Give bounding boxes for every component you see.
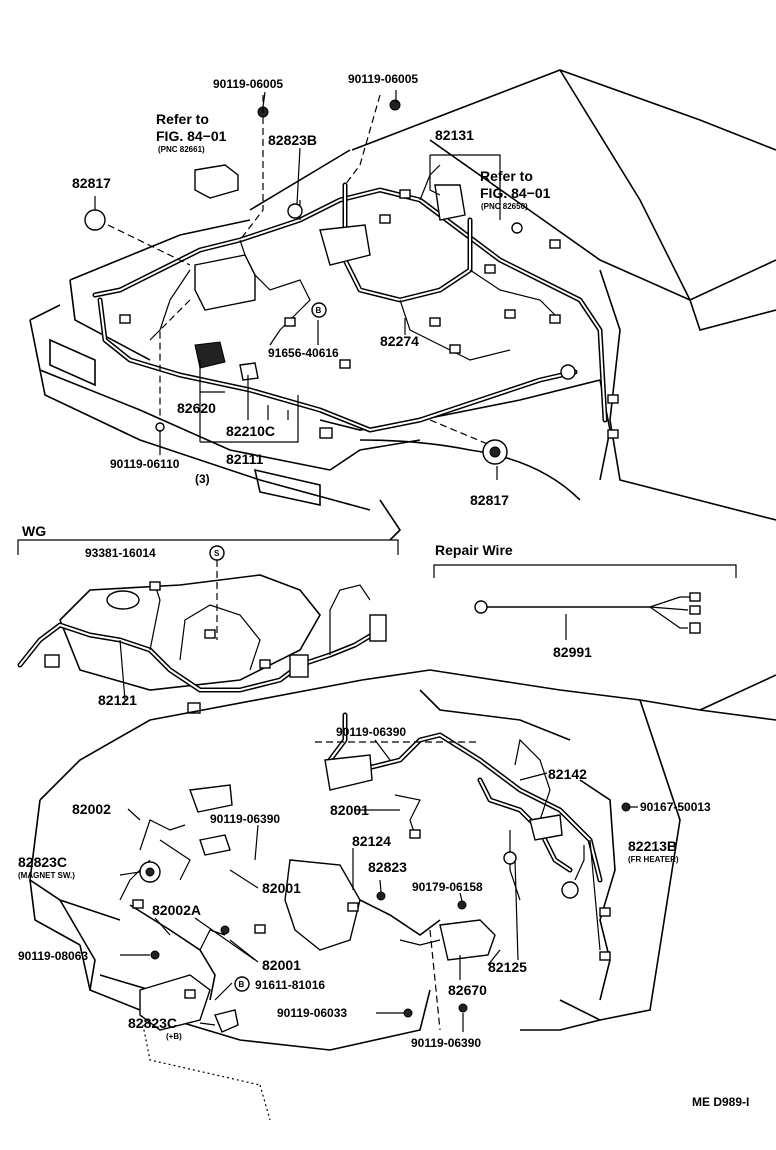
qty-3: (3) xyxy=(195,472,210,486)
part-82823B: 82823B xyxy=(268,132,317,148)
part-82210C: 82210C xyxy=(226,423,275,439)
part-82823C-magnet: 82823C xyxy=(18,854,67,870)
top-labels: 90119-06005 90119-06005 Refer to FIG. 84… xyxy=(72,72,551,508)
bottom-leaders xyxy=(119,739,638,1032)
part-91611-81016: 91611-81016 xyxy=(255,978,325,992)
top-harness-82131 xyxy=(92,164,608,433)
plus-b: (+B) xyxy=(166,1032,182,1041)
part-82002A: 82002A xyxy=(152,902,201,918)
part-82823C-plusb: 82823C xyxy=(128,1015,177,1031)
fig-84-01-right: FIG. 84−01 xyxy=(480,185,551,201)
part-82111: 82111 xyxy=(226,451,264,467)
part-90119-06390-top: 90119-06390 xyxy=(336,725,406,739)
part-82670: 82670 xyxy=(448,982,487,998)
part-82121: 82121 xyxy=(98,692,137,708)
part-82620: 82620 xyxy=(177,400,216,416)
pnc-82650: (PNC 82650) xyxy=(481,202,528,211)
repair-wire-section: Repair Wire 82991 xyxy=(433,542,737,660)
refer-to-left: Refer to xyxy=(156,111,209,127)
s-mark-letter: S xyxy=(214,549,220,558)
repair-wire-title: Repair Wire xyxy=(435,542,513,558)
bottom-labels: 90119-06390 82142 90167-50013 82002 9011… xyxy=(18,725,711,1050)
magnet-sw: (MAGNET SW.) xyxy=(18,871,75,880)
part-82213B: 82213B xyxy=(628,838,677,854)
fig-84-01-left: FIG. 84−01 xyxy=(156,128,227,144)
part-90119-06110: 90119-06110 xyxy=(110,457,180,471)
bottom-car-body xyxy=(29,669,776,1121)
part-82124: 82124 xyxy=(352,833,391,849)
fr-heater: (FR HEATER) xyxy=(628,855,679,864)
b-mark-bottom-letter: B xyxy=(239,980,245,989)
part-90119-06005-left: 90119-06005 xyxy=(213,77,283,91)
pnc-82661: (PNC 82661) xyxy=(158,145,205,154)
part-93381-16014: 93381-16014 xyxy=(85,546,156,560)
part-82274: 82274 xyxy=(380,333,419,349)
part-90119-06390-mid: 90119-06390 xyxy=(210,812,280,826)
part-82001-upper: 82001 xyxy=(330,802,369,818)
part-82001-middle: 82001 xyxy=(262,880,301,896)
part-91656-40616: 91656-40616 xyxy=(268,346,339,360)
part-90119-08063: 90119-08063 xyxy=(18,949,88,963)
part-82125: 82125 xyxy=(488,959,527,975)
part-90119-06390-bottom: 90119-06390 xyxy=(411,1036,481,1050)
part-82131: 82131 xyxy=(435,127,474,143)
part-82817-right: 82817 xyxy=(470,492,509,508)
part-82817-left: 82817 xyxy=(72,175,111,191)
top-components xyxy=(84,99,619,465)
part-82001-lower: 82001 xyxy=(262,957,301,973)
part-82991: 82991 xyxy=(553,644,592,660)
part-90119-06033: 90119-06033 xyxy=(277,1006,347,1020)
part-90119-06005-right: 90119-06005 xyxy=(348,72,418,86)
top-leaders xyxy=(94,90,501,480)
part-90167-50013: 90167-50013 xyxy=(640,800,711,814)
b-mark-top xyxy=(311,302,327,318)
wg-section: WG 93381-16014 S 82121 xyxy=(17,523,399,714)
refer-to-right: Refer to xyxy=(480,168,533,184)
part-82142: 82142 xyxy=(548,766,587,782)
part-82002: 82002 xyxy=(72,801,111,817)
wg-title: WG xyxy=(22,523,46,539)
bottom-components xyxy=(132,754,631,1033)
b-mark-bottom xyxy=(234,976,250,992)
diagram-code: ME D989-I xyxy=(692,1095,749,1109)
part-82823: 82823 xyxy=(368,859,407,875)
b-mark-top-letter: B xyxy=(316,306,322,315)
part-90179-06158: 90179-06158 xyxy=(412,880,483,894)
